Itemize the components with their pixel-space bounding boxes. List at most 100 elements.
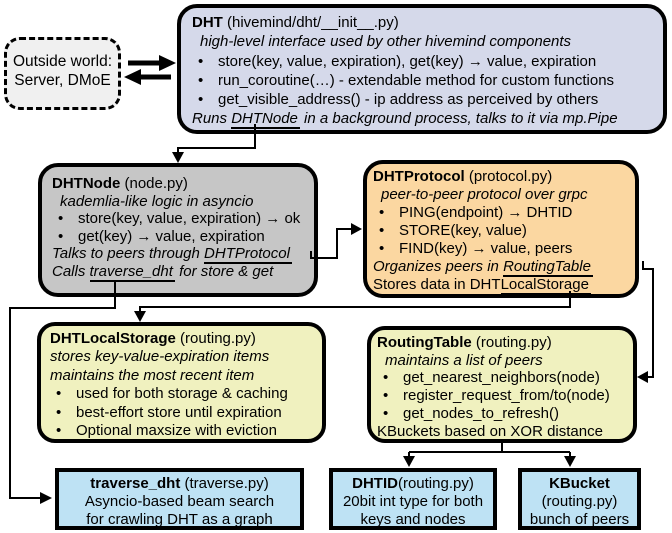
dhtprotocol-bullet-ping: • PING(endpoint) → DHTID <box>373 204 635 222</box>
routingtable-title: RoutingTable (routing.py) <box>377 334 633 352</box>
dhtprotocol-link: DHTProtocol <box>204 245 292 265</box>
dht-note: Runs DHTNode in a background process, ta… <box>192 109 663 130</box>
dhtnode-box: DHTNode (node.py) kademlia-like logic in… <box>38 163 318 297</box>
dhtlocalstorage-subtitle2: maintains the most recent item <box>50 366 255 384</box>
routingtable-subtitle: maintains a list of peers <box>385 351 543 369</box>
dhtprotocol-organizes-pre: Organizes peers in <box>373 258 504 275</box>
bullet-icon: • <box>198 91 204 109</box>
bullet-icon: • <box>56 403 62 421</box>
traverse-dht-link: traverse_dht <box>89 262 175 282</box>
dht-bullet-get-visible-address: • get_visible_address() - ip address as p… <box>192 90 663 109</box>
traverse-dht-line3: for crawling DHT as a graph <box>86 511 273 528</box>
dht-file-name: (hivemind/dht/__init__.py) <box>222 14 399 31</box>
bullet-icon: • <box>379 222 385 239</box>
dht-subtitle: high-level interface used by other hivem… <box>200 33 572 51</box>
dhtlocalstorage-box: DHTLocalStorage (routing.py) stores key-… <box>37 322 326 443</box>
dhtnode-bullet-get-text: get(key) → value, expiration <box>78 227 265 245</box>
kbucket-title: KBucket <box>522 475 637 493</box>
dhtlocalstorage-bullet-used-text: used for both storage & caching <box>76 385 288 403</box>
dhtnode-link: DHTNode <box>231 110 300 130</box>
dhtprotocol-organizes-line: Organizes peers in RoutingTable <box>373 258 635 277</box>
dhtnode-calls-pre: Calls <box>52 262 90 280</box>
routingtable-box: RoutingTable (routing.py) maintains a li… <box>367 326 637 443</box>
dhtnode-title: DHTNode (node.py) <box>52 175 314 193</box>
dhtnode-bullet-store: • store(key, value, expiration) → ok <box>52 210 314 228</box>
bullet-icon: • <box>58 210 64 228</box>
routingtable-bullet-nearest-text: get_nearest_neighbors(node) <box>403 369 600 387</box>
bullet-icon: • <box>383 387 389 405</box>
dhtid-title: DHTID(routing.py) <box>333 475 493 493</box>
traverse-dht-line2: Asyncio-based beam search <box>84 493 275 510</box>
routingtable-bullet-refresh-text: get_nodes_to_refresh() <box>403 404 559 422</box>
dht-bullet-store: •store(key, value, expiration), get(key)… <box>192 52 663 71</box>
dhtnode-bullet-get: • get(key) → value, expiration <box>52 228 314 246</box>
kbucket-line3: bunch of peers <box>529 511 630 528</box>
dhtnode-subtitle: kademlia-like logic in asyncio <box>60 192 254 210</box>
dhtlocalstorage-file-name: (routing.py) <box>175 330 256 347</box>
dht-title: DHT (hivemind/dht/__init__.py) <box>192 13 663 32</box>
dhtprotocol-stores-line: Stores data in DHTLocalStorage <box>373 276 635 295</box>
kbucket-class-name: KBucket <box>549 475 610 492</box>
dht-note-post: in a background process, talks to it via… <box>299 110 618 128</box>
dht-note-pre: Runs <box>192 110 232 128</box>
bullet-icon: • <box>379 204 385 221</box>
dhtprotocol-class-name: DHTProtocol <box>373 168 465 185</box>
dhtid-class-name: DHTID <box>352 475 398 492</box>
dhtprotocol-bullet-find: •FIND(key) → value, peers <box>373 240 635 258</box>
dhtprotocol-box: DHTProtocol (protocol.py) peer-to-peer p… <box>363 160 639 298</box>
dhtprotocol-file-name: (protocol.py) <box>464 168 553 185</box>
bullet-icon: • <box>56 385 62 403</box>
bullet-icon: • <box>56 422 62 440</box>
routingtable-class-name: RoutingTable <box>377 334 472 351</box>
outside-world-line1: Outside world: <box>12 53 113 70</box>
dhtprotocol-bullet-store-text: STORE(key, value) <box>399 222 527 239</box>
dhtnode-file-name: (node.py) <box>120 175 188 192</box>
kbucket-box: KBucket (routing.py) bunch of peers <box>518 468 641 530</box>
dhtlocalstorage-bullet-maxsize-text: Optional maxsize with eviction <box>76 422 277 440</box>
dht-bullet-get-visible-address-text: get_visible_address() - ip address as pe… <box>218 91 599 109</box>
traverse-dht-file-name: (traverse.py) <box>180 475 269 492</box>
dhtprotocol-bullet-ping-text: PING(endpoint) → DHTID <box>399 204 573 221</box>
traverse-dht-title: traverse_dht (traverse.py) <box>59 475 300 493</box>
dhtnode-class-name: DHTNode <box>52 175 121 192</box>
dht-bullet-run-coroutine-text: run_coroutine(…) - extendable method for… <box>218 71 615 89</box>
dhtnode-calls-post: for store & get <box>174 262 274 280</box>
dht-box: DHT (hivemind/dht/__init__.py) high-leve… <box>177 4 667 134</box>
routingtable-bullet-register: • register_request_from/to(node) <box>377 387 633 405</box>
outside-world-box: Outside world: Server, DMoE <box>4 37 121 110</box>
outside-world-line2: Server, DMoE <box>14 72 111 89</box>
dhtlocalstorage-link: LocalStorage <box>500 276 591 295</box>
routingtable-bullet-register-text: register_request_from/to(node) <box>403 387 610 405</box>
routingtable-link: RoutingTable <box>503 258 593 277</box>
routingtable-bullet-refresh: •get_nodes_to_refresh() <box>377 405 633 423</box>
bullet-icon: • <box>198 71 204 89</box>
dhtlocalstorage-title: DHTLocalStorage (routing.py) <box>50 330 322 348</box>
dhtprotocol-title: DHTProtocol (protocol.py) <box>373 168 635 186</box>
dhtnode-talks-pre: Talks to peers through <box>52 245 205 263</box>
bullet-icon: • <box>383 369 389 387</box>
traverse-dht-func-name: traverse_dht <box>90 475 181 492</box>
kbucket-file-name: (routing.py) <box>541 493 618 510</box>
dhtnode-bullet-store-text: store(key, value, expiration) → ok <box>78 210 301 228</box>
dhtlocalstorage-class-name: DHTLocalStorage <box>50 330 176 347</box>
dhtid-line3: keys and nodes <box>360 511 466 528</box>
arrow-outside-to-dht-icon <box>128 55 176 71</box>
dhtprotocol-stores-pre: Stores data in DHT <box>373 276 501 293</box>
arrow-dhtprotocol-to-routingtable-icon <box>637 261 654 383</box>
dhtid-file-name: (routing.py) <box>397 475 474 492</box>
dhtlocalstorage-bullet-best-effort: • best-effort store until expiration <box>50 404 322 422</box>
dhtprotocol-bullet-find-text: FIND(key) → value, peers <box>399 240 573 257</box>
dhtnode-talks-line: Talks to peers through DHTProtocol <box>52 245 314 265</box>
dht-bullet-run-coroutine: • run_coroutine(…) - extendable method fo… <box>192 71 663 90</box>
dhtlocalstorage-subtitle1: stores key-value-expiration items <box>50 348 270 366</box>
dht-bullet-store-text: store(key, value, expiration), get(key) … <box>218 52 597 70</box>
dhtlocalstorage-bullet-best-effort-text: best-effort store until expiration <box>76 403 282 421</box>
bullet-icon: • <box>58 227 64 245</box>
traverse-dht-box: traverse_dht (traverse.py) Asyncio-based… <box>55 468 304 530</box>
dhtprotocol-subtitle: peer-to-peer protocol over grpc <box>381 186 588 203</box>
routingtable-footer: KBuckets based on XOR distance <box>377 422 603 440</box>
arrow-routingtable-to-dhtid-and-kbucket-icon <box>403 441 576 467</box>
dhtlocalstorage-bullet-used: • used for both storage & caching <box>50 385 322 403</box>
dhtprotocol-bullet-store: • STORE(key, value) <box>373 222 635 240</box>
